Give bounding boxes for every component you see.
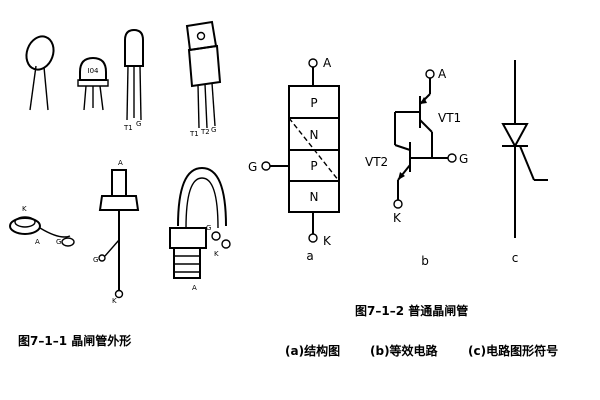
vt2-label: VT2 bbox=[365, 155, 388, 169]
vt1-label: VT1 bbox=[438, 111, 461, 125]
disc-pin-g-label: G bbox=[56, 238, 61, 246]
equiv-terminal-g: G bbox=[459, 152, 468, 166]
thyristor-symbol: c bbox=[501, 60, 548, 265]
structure-diagram: A P N P N G K a bbox=[248, 56, 340, 263]
large-pin-a-label: A bbox=[192, 284, 197, 292]
stud-pin-g-label: G bbox=[93, 256, 98, 264]
fig2-caption: 图7–1–2 普通晶闸管 bbox=[355, 303, 468, 318]
disc-pin-k-label: K bbox=[22, 205, 27, 213]
to220-pin-t2-label: T2 bbox=[200, 128, 210, 136]
metal-can-drawing: I04 bbox=[77, 56, 109, 111]
panel-a-label: a bbox=[306, 249, 313, 263]
caption-a-structure: (a)结构图 bbox=[285, 343, 340, 358]
equiv-terminal-k: K bbox=[393, 211, 402, 225]
panel-b-label: b bbox=[421, 254, 429, 268]
to220-pin-g-label: G bbox=[211, 126, 216, 134]
to92-pin-t1-label: T1 bbox=[123, 124, 133, 132]
to92-pin-g-label: G bbox=[136, 120, 141, 128]
layer-3-label: P bbox=[310, 159, 317, 173]
large-stud-package-drawing: A K G bbox=[169, 166, 231, 292]
disc-pin-a-label: A bbox=[35, 238, 40, 246]
stud-package-drawing: A G K bbox=[93, 159, 140, 305]
fig1-caption: 图7–1–1 晶闸管外形 bbox=[18, 333, 131, 348]
to220-pin-t1-label: T1 bbox=[189, 130, 199, 138]
round-package-drawing bbox=[25, 35, 55, 111]
caption-c-symbol: (c)电路图形符号 bbox=[468, 343, 558, 358]
to220-package-drawing: T1 T2 G bbox=[185, 20, 222, 138]
equivalent-circuit: A VT1 VT2 G K b bbox=[365, 67, 468, 268]
package-outlines: I04 T1 G T1 T2 G bbox=[9, 20, 231, 305]
large-pin-k-label: K bbox=[214, 250, 219, 258]
layer-4-label: N bbox=[310, 190, 319, 204]
layer-2-label: N bbox=[310, 128, 319, 142]
structure-terminal-a: A bbox=[323, 56, 332, 70]
stud-pin-a-label: A bbox=[118, 159, 123, 167]
layer-1-label: P bbox=[310, 96, 317, 110]
large-pin-g-label: G bbox=[206, 224, 211, 232]
to92-package-drawing: T1 G bbox=[123, 28, 144, 132]
structure-terminal-g: G bbox=[248, 160, 257, 174]
svg-text:I04: I04 bbox=[88, 67, 100, 75]
vt2-transistor bbox=[394, 142, 457, 200]
stud-pin-k-label: K bbox=[112, 297, 117, 305]
vt1-transistor bbox=[394, 93, 433, 158]
equiv-terminal-a: A bbox=[438, 67, 447, 81]
caption-b-equivalent: (b)等效电路 bbox=[370, 343, 439, 358]
structure-terminal-k: K bbox=[323, 234, 332, 248]
panel-c-label: c bbox=[512, 251, 519, 265]
disc-package-drawing: K A G bbox=[9, 205, 75, 247]
